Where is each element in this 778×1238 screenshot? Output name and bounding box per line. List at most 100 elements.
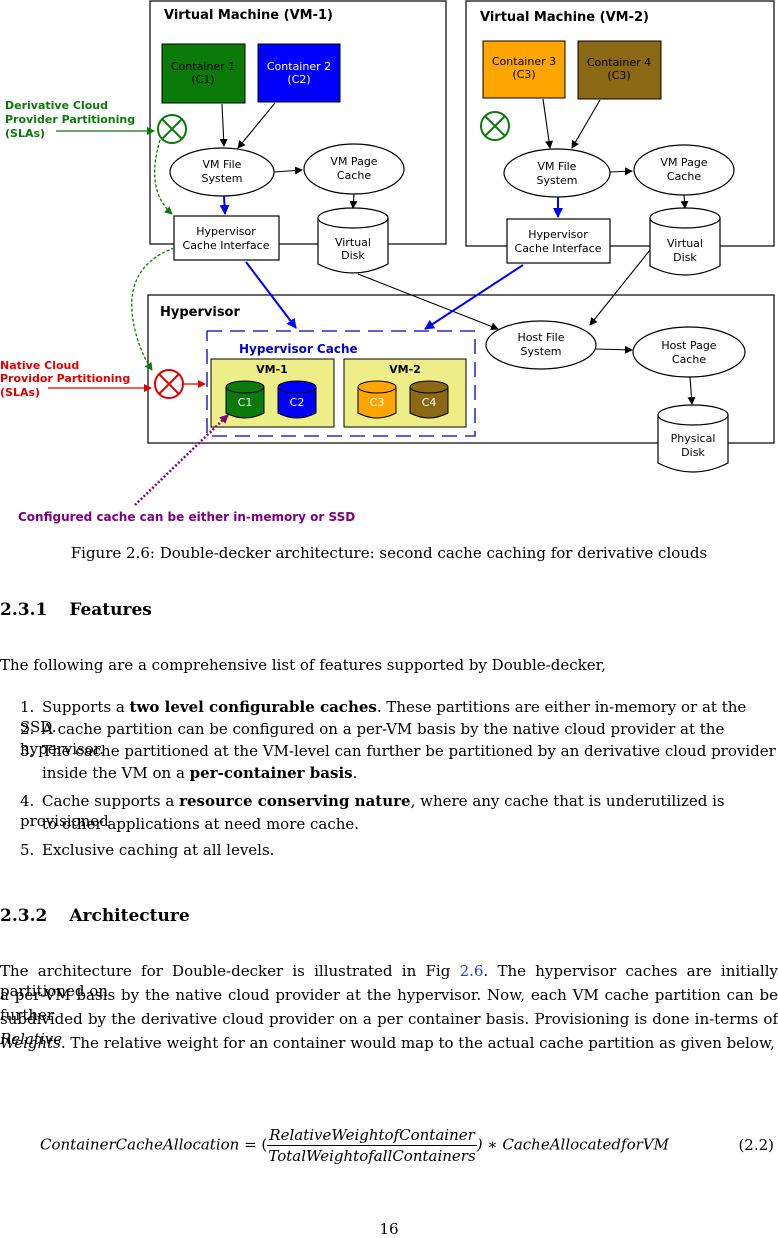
container2-label: Container 2	[267, 60, 331, 73]
host-page-cache-label2: Cache	[672, 353, 706, 366]
feature-text: inside the VM on a	[42, 764, 190, 782]
section-title: Architecture	[69, 906, 190, 926]
host-page-cache	[632, 326, 746, 378]
derivative-partitioning-marker	[56, 111, 510, 371]
container4-label: Container 4	[587, 56, 651, 69]
vm2-virtual-disk: Virtual Disk	[649, 207, 721, 276]
feature-bold: resource conserving nature	[179, 792, 411, 810]
feature-bold: two level configurable caches	[129, 698, 377, 716]
vm1-page-cache-label: VM Page	[330, 155, 377, 168]
vm2-title: Virtual Machine (VM-2)	[480, 10, 649, 25]
container2-box	[257, 43, 341, 103]
vm2-file-system-label: VM File	[538, 160, 577, 173]
feature-item-5: 5. Exclusive caching at all levels.	[20, 840, 778, 860]
native-label-2: Providor Partitioning	[0, 372, 130, 385]
section-number: 2.3.1	[0, 600, 48, 620]
hc-c4-label: C4	[422, 396, 437, 409]
vm1-file-system-label: VM File	[203, 158, 242, 171]
feature-item-3-cont: inside the VM on a per-container basis.	[20, 763, 778, 783]
vm2-virtual-disk-label: Virtual	[667, 237, 703, 250]
container3-label: Container 3	[492, 55, 556, 68]
equation-number: (2.2)	[738, 1136, 774, 1154]
container1-id: (C1)	[191, 73, 214, 86]
vm1-virtual-disk-label2: Disk	[341, 249, 365, 262]
equation-denominator: TotalWeightofallContainers	[268, 1147, 476, 1165]
physical-disk-label2: Disk	[681, 446, 705, 459]
hc-vm1-label: VM-1	[256, 363, 288, 376]
list-number: 1.	[20, 698, 35, 716]
vm1-hypervisor-cache-interface	[173, 215, 280, 261]
hc-c4-cylinder: C4	[409, 380, 449, 419]
equation-eq: = (	[239, 1135, 268, 1154]
native-label-1: Native Cloud	[0, 359, 79, 372]
list-number: 4.	[20, 792, 35, 810]
container4-box	[577, 40, 662, 100]
feature-item-2: 2.A cache partition can be configured on…	[20, 719, 778, 759]
derivative-label-2: Provider Partitioning	[5, 113, 135, 126]
vm2-hci-label: Hypervisor	[528, 228, 588, 241]
hypervisor-title: Hypervisor	[160, 305, 240, 320]
hc-c2-label: C2	[290, 396, 305, 409]
vm2-hypervisor-cache-interface	[506, 218, 611, 264]
arch-text: . The relative weight for an container w…	[60, 1034, 775, 1052]
feature-item-3: 3.The cache partitioned at the VM-level …	[20, 741, 778, 761]
configured-note: Configured cache can be either in-memory…	[18, 510, 355, 524]
list-number: 5.	[20, 841, 35, 859]
vm1-title: Virtual Machine (VM-1)	[164, 8, 333, 23]
hc-c1-label: C1	[238, 396, 253, 409]
host-file-system-label: Host File	[518, 331, 565, 344]
container1-label: Container 1	[171, 60, 235, 73]
container4-id: (C3)	[607, 69, 630, 82]
figure-caption: Figure 2.6: Double-decker architecture: …	[70, 544, 708, 562]
vm2-virtual-disk-label2: Disk	[673, 251, 697, 264]
container2-id: (C2)	[287, 73, 310, 86]
hypervisor-cache-region	[206, 330, 476, 437]
vm1-hci-label2: Cache Interface	[183, 239, 270, 252]
architecture-diagram: Virtual Machine (VM-1) Virtual Machine (…	[0, 0, 775, 524]
feature-text-post: .	[352, 764, 358, 782]
arch-text: The architecture for Double-decker is il…	[0, 962, 460, 980]
arch-text: . The hypervisor caches are initially pa…	[0, 962, 778, 1000]
hc-vm2-label: VM-2	[389, 363, 421, 376]
section-heading-features: 2.3.1 Features	[0, 600, 152, 620]
container3-box	[482, 40, 566, 99]
vm1-virtual-disk-label: Virtual	[335, 236, 371, 249]
arch-para-line-1: The architecture for Double-decker is il…	[0, 961, 778, 1001]
hypervisor-cache-title: Hypervisor Cache	[239, 342, 358, 356]
section-title: Features	[69, 600, 152, 620]
feature-item-1: 1. Supports a two level configurable cach…	[20, 697, 778, 737]
features-intro: The following are a comprehensive list o…	[0, 656, 606, 674]
vm1-hci-label: Hypervisor	[196, 225, 256, 238]
equation-lhs: ContainerCacheAllocation	[40, 1135, 240, 1154]
arch-emph: Relative	[0, 1030, 63, 1048]
hc-c3-cylinder: C3	[357, 380, 397, 419]
vm2-page-cache-label: VM Page	[660, 156, 707, 169]
physical-disk-label: Physical	[671, 432, 716, 445]
feature-text-post: , where any cache that is underutilized …	[20, 792, 725, 830]
derivative-label-1: Derivative Cloud	[5, 99, 108, 112]
vm2-hci-label2: Cache Interface	[515, 242, 602, 255]
feature-text: Supports a	[42, 698, 130, 716]
feature-bold: per-container basis	[189, 764, 353, 782]
feature-text: Exclusive caching at all levels.	[42, 841, 275, 859]
vm1-file-system-label2: System	[201, 172, 242, 185]
container1-box	[161, 43, 246, 104]
arch-emph: Weights	[0, 1034, 61, 1052]
host-file-system	[485, 320, 597, 370]
host-page-cache-label: Host Page	[661, 339, 716, 352]
page-number: 16	[379, 1220, 399, 1238]
figure-ref-link[interactable]: 2.6	[459, 962, 484, 980]
container3-id: (C3)	[512, 68, 535, 81]
native-partitioning-marker	[48, 369, 206, 399]
equation-numerator: RelativeWeightofContainer	[267, 1126, 477, 1146]
host-file-system-label2: System	[520, 345, 561, 358]
hc-c2-cylinder: C2	[277, 380, 317, 419]
list-number: 2.	[20, 720, 35, 738]
vm2-box	[465, 0, 775, 247]
arch-text: subdivided by the derivative cloud provi…	[0, 1010, 778, 1028]
arch-para-line-4: Weights. The relative weight for an cont…	[0, 1033, 778, 1053]
feature-text: The cache partitioned at the VM-level ca…	[42, 742, 776, 760]
feature-text: A cache partition can be configured on a…	[20, 720, 725, 758]
